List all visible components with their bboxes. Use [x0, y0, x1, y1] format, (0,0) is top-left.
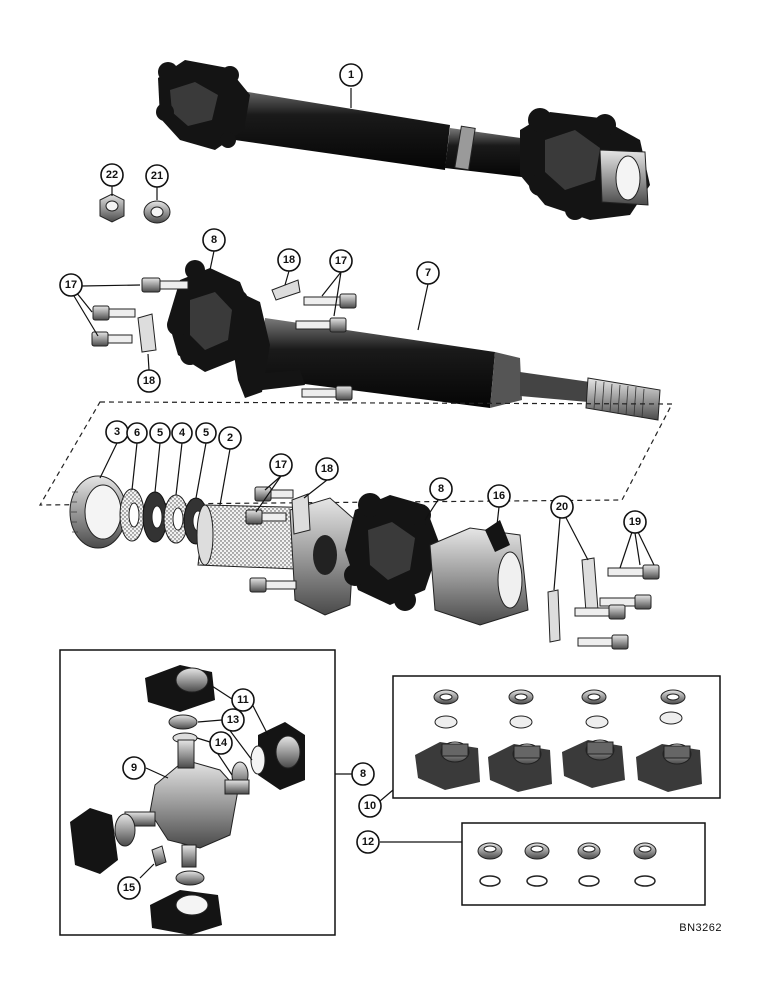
svg-text:4: 4	[179, 427, 186, 439]
callout-16: 16	[487, 484, 511, 508]
callout-4: 4	[171, 422, 193, 444]
bearing-cup-part-11-top	[145, 665, 215, 712]
callout-8-lower: 8	[429, 477, 453, 501]
seal-kit-parts	[477, 842, 657, 887]
callout-22: 22	[100, 163, 124, 187]
washer-part-21	[143, 186, 171, 224]
svg-text:19: 19	[629, 516, 641, 528]
universal-joint-right	[520, 108, 650, 220]
callout-17-lower: 17	[269, 453, 293, 477]
bearing-kit-set-1	[415, 689, 480, 790]
svg-text:1: 1	[348, 69, 354, 81]
drawing-number: BN3262	[679, 922, 722, 934]
svg-text:8: 8	[360, 768, 366, 780]
svg-text:10: 10	[364, 800, 376, 812]
svg-text:5: 5	[157, 427, 163, 439]
svg-text:16: 16	[493, 490, 505, 502]
callout-12: 12	[356, 830, 380, 854]
callout-17-upper-left: 17	[59, 273, 83, 297]
seal-part-5-front	[142, 491, 168, 543]
svg-text:20: 20	[556, 501, 568, 513]
bolts-part-17-upper	[73, 271, 357, 401]
svg-text:15: 15	[123, 882, 135, 894]
drive-shaft-assembly	[156, 60, 650, 220]
cross-part-9	[124, 739, 250, 868]
universal-joint-part-8-lower	[344, 493, 440, 611]
universal-joint-left	[156, 60, 250, 150]
callout-13: 13	[221, 708, 245, 732]
callout-8-box: 8	[351, 762, 375, 786]
svg-text:17: 17	[335, 255, 347, 267]
lock-plate-part-18-lower	[291, 479, 328, 535]
callout-9: 9	[122, 756, 146, 780]
callout-1: 1	[339, 63, 363, 87]
svg-text:18: 18	[321, 463, 333, 475]
bearing-kit-set-4	[636, 689, 702, 792]
washer-part-6	[119, 488, 145, 542]
svg-text:14: 14	[215, 737, 228, 749]
seal-retainer-part-3	[69, 475, 127, 549]
bearing-kit-box	[392, 675, 721, 799]
svg-text:8: 8	[438, 483, 444, 495]
callout-8-upper: 8	[202, 228, 226, 252]
callout-5-rear: 5	[195, 422, 217, 444]
svg-text:17: 17	[275, 459, 287, 471]
grease-fitting-part-15	[139, 845, 167, 879]
inner-shaft-assembly	[230, 283, 661, 421]
callout-20: 20	[550, 495, 574, 519]
bolts-part-19	[574, 531, 660, 650]
svg-text:11: 11	[237, 694, 249, 706]
callout-21: 21	[145, 164, 169, 188]
callout-19: 19	[623, 510, 647, 534]
svg-text:12: 12	[362, 836, 374, 848]
callout-15: 15	[117, 876, 141, 900]
svg-text:6: 6	[134, 427, 140, 439]
svg-text:7: 7	[425, 267, 431, 279]
callout-17-upper-right: 17	[329, 249, 353, 273]
cross-kit-box	[59, 649, 336, 936]
callout-14: 14	[209, 731, 233, 755]
lock-plates-part-20	[547, 511, 599, 643]
seals-part-13	[168, 714, 266, 775]
bolts-part-17-lower	[245, 475, 294, 525]
callout-18-lower: 18	[315, 457, 339, 481]
bearing-kit-set-3	[562, 689, 625, 788]
callout-18-left: 18	[137, 369, 161, 393]
svg-text:9: 9	[131, 762, 137, 774]
svg-text:13: 13	[227, 714, 239, 726]
nut-part-22	[99, 186, 125, 223]
svg-text:22: 22	[106, 169, 118, 181]
svg-text:3: 3	[114, 426, 120, 438]
bearing-cup-part-11-left	[70, 808, 136, 874]
bearing-kit-parts	[415, 689, 702, 792]
bearing-kit-set-2	[488, 689, 552, 792]
svg-text:2: 2	[227, 432, 233, 444]
svg-text:21: 21	[151, 170, 163, 182]
svg-text:18: 18	[143, 375, 155, 387]
callout-10: 10	[358, 794, 382, 818]
callout-11: 11	[231, 688, 255, 712]
seal-part-4	[163, 494, 189, 544]
slip-yoke-part-16	[429, 506, 529, 626]
callout-6: 6	[126, 422, 148, 444]
lock-plates-part-18-upper	[137, 270, 301, 371]
callout-7: 7	[416, 261, 440, 285]
seal-kit-box	[461, 822, 706, 906]
cross-kit-parts	[70, 665, 305, 935]
callout-2: 2	[218, 426, 242, 450]
universal-joint-part-8	[167, 250, 255, 372]
callout-5-front: 5	[149, 422, 171, 444]
callout-3: 3	[105, 420, 129, 444]
svg-text:5: 5	[203, 427, 209, 439]
svg-text:18: 18	[283, 254, 295, 266]
bearing-cup-part-11-right	[258, 722, 305, 790]
svg-text:8: 8	[211, 234, 217, 246]
svg-text:17: 17	[65, 279, 77, 291]
exploded-view-frame	[38, 401, 673, 506]
callout-18-upper: 18	[277, 248, 301, 272]
bearing-cup-part-11-bottom	[150, 870, 222, 935]
